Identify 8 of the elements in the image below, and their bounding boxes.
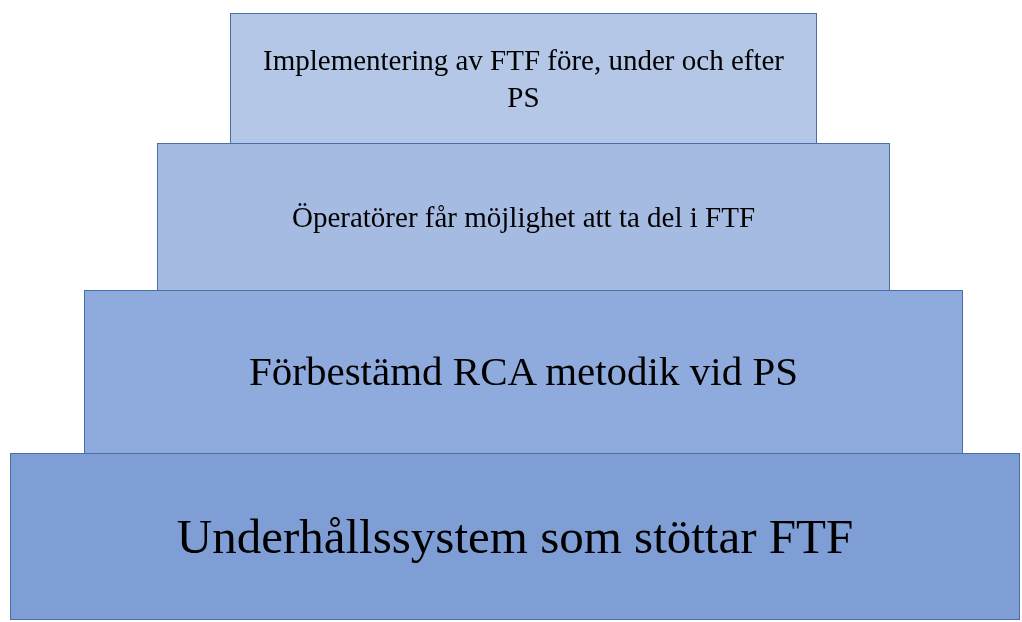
pyramid-level bbox=[230, 13, 817, 144]
level-text: Öperatörer får möjlighet att ta del i FTF bbox=[291, 199, 756, 235]
pyramid-level bbox=[10, 453, 1020, 620]
level-text: Implementering av FTF före, under och efter PS bbox=[262, 43, 785, 115]
pyramid-level bbox=[157, 143, 890, 291]
pyramid-level bbox=[84, 290, 963, 454]
level-text: Underhållssystem som stöttar FTF bbox=[176, 507, 854, 566]
level-text: Förbestämd RCA metodik vid PS bbox=[249, 347, 798, 397]
